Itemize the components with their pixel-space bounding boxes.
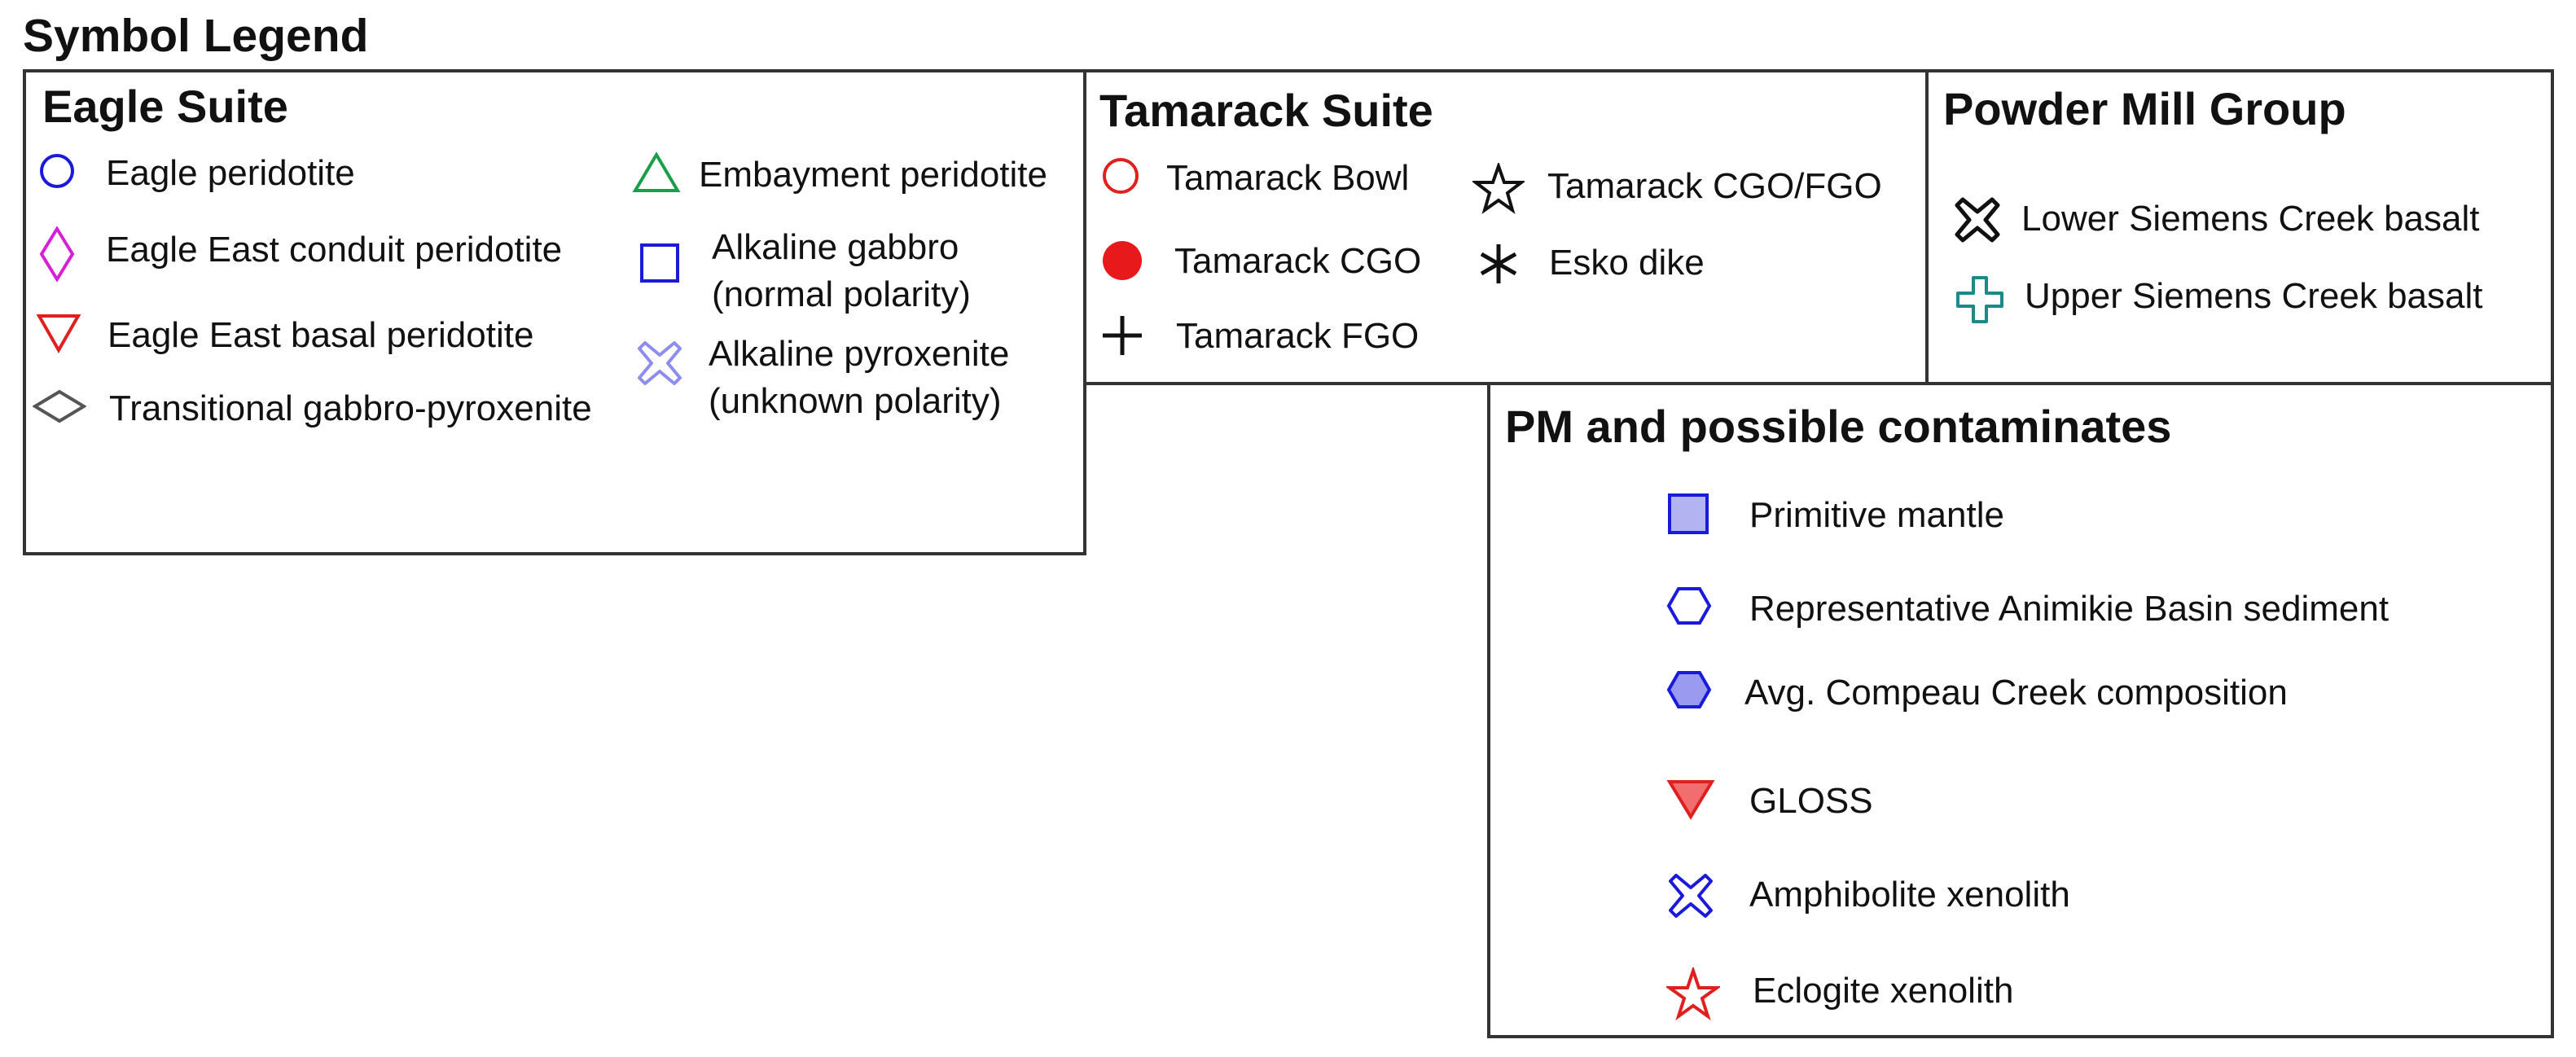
label-line: (normal polarity) — [712, 274, 971, 314]
legend-label: Avg. Compeau Creek composition — [1744, 673, 2288, 713]
open-hexagon-icon — [1666, 586, 1712, 626]
open-square-icon — [639, 242, 681, 284]
tamarack-item-cgo-fgo: Tamarack CGO/FGO — [1472, 163, 1882, 215]
legend-label: Tamarack FGO — [1176, 316, 1420, 356]
powder-mill-item-lower: Lower Siemens Creek basalt — [1953, 195, 2479, 244]
legend-label: Amphibolite xenolith — [1749, 875, 2070, 914]
legend-label: Eagle East conduit peridotite — [106, 230, 563, 270]
tamarack-item-cgo: Tamarack CGO — [1099, 238, 1421, 285]
tamarack-item-esko-dike: Esko dike — [1474, 239, 1705, 288]
legend-label: Alkaline pyroxenite (unknown polarity) — [709, 331, 1009, 425]
eagle-suite-title: Eagle Suite — [42, 81, 288, 132]
powder-mill-title: Powder Mill Group — [1943, 83, 2346, 134]
legend-label: Tamarack CGO/FGO — [1547, 166, 1882, 206]
legend-label: Alkaline gabbro (normal polarity) — [712, 224, 971, 318]
eagle-item-east-conduit: Eagle East conduit peridotite — [36, 226, 562, 282]
legend-label: Lower Siemens Creek basalt — [2021, 199, 2480, 239]
x-mark-icon — [1953, 195, 2002, 244]
eagle-item-transitional: Transitional gabbro-pyroxenite — [33, 385, 592, 432]
legend-label: Eclogite xenolith — [1753, 971, 2014, 1011]
open-diamond-icon — [36, 226, 78, 282]
pm-contaminates-title: PM and possible contaminates — [1505, 401, 2172, 452]
pm-item-eclogite: Eclogite xenolith — [1666, 967, 2013, 1021]
pm-item-gloss: GLOSS — [1666, 778, 1873, 825]
legend-label: Eagle East basal peridotite — [108, 315, 534, 355]
open-down-triangle-icon — [36, 312, 81, 354]
legend-label: Tamarack CGO — [1174, 241, 1422, 281]
filled-down-triangle-icon — [1666, 778, 1715, 820]
tamarack-item-bowl: Tamarack Bowl — [1099, 155, 1409, 202]
powder-mill-item-upper: Upper Siemens Creek basalt — [1953, 273, 2482, 327]
eagle-item-east-basal: Eagle East basal peridotite — [36, 312, 533, 359]
legend-label: Eagle peridotite — [106, 153, 355, 193]
open-star-icon — [1666, 967, 1720, 1021]
tamarack-suite-title: Tamarack Suite — [1099, 85, 1433, 136]
pm-contaminates-panel — [1487, 382, 2554, 1038]
eagle-item-embayment: Embayment peridotite — [632, 151, 1047, 199]
open-triangle-icon — [632, 151, 681, 194]
legend-label: GLOSS — [1749, 781, 1873, 821]
tamarack-suite-panel — [1083, 69, 1929, 385]
pm-item-animikie-sediment: Representative Animikie Basin sediment — [1666, 586, 2389, 633]
open-star-icon — [1472, 163, 1525, 215]
pm-item-amphibolite: Amphibolite xenolith — [1666, 871, 2070, 920]
legend-label: Tamarack Bowl — [1166, 158, 1410, 198]
open-cross-icon — [1953, 273, 2007, 327]
eagle-item-alkaline-gabbro: Alkaline gabbro (normal polarity) — [639, 224, 971, 318]
open-circle-icon — [1099, 155, 1142, 197]
legend-label: Esko dike — [1549, 243, 1705, 283]
legend-label: Upper Siemens Creek basalt — [2025, 276, 2483, 316]
x-mark-icon — [635, 339, 684, 388]
label-line: (unknown polarity) — [709, 381, 1002, 421]
legend-label: Primitive mantle — [1749, 495, 2004, 535]
eagle-suite-panel — [23, 69, 1086, 555]
legend-label: Transitional gabbro-pyroxenite — [109, 388, 592, 428]
filled-circle-icon — [1099, 238, 1145, 283]
asterisk-icon — [1474, 239, 1523, 288]
pm-item-compeau-creek: Avg. Compeau Creek composition — [1666, 669, 2288, 717]
x-mark-icon — [1666, 871, 1715, 920]
legend-label: Embayment peridotite — [699, 155, 1047, 195]
eagle-item-eagle-peridotite: Eagle peridotite — [36, 150, 355, 197]
plus-icon — [1099, 313, 1145, 358]
tamarack-item-fgo: Tamarack FGO — [1099, 313, 1419, 360]
open-horizontal-diamond-icon — [33, 385, 86, 428]
eagle-item-alkaline-pyroxenite: Alkaline pyroxenite (unknown polarity) — [635, 331, 1009, 425]
legend-label: Representative Animikie Basin sediment — [1749, 589, 2389, 629]
open-circle-icon — [36, 150, 78, 192]
legend-title: Symbol Legend — [23, 10, 369, 62]
filled-square-icon — [1666, 492, 1710, 536]
pm-item-primitive-mantle: Primitive mantle — [1666, 492, 2004, 539]
label-line: Alkaline gabbro — [712, 227, 959, 267]
filled-hexagon-icon — [1666, 669, 1712, 710]
label-line: Alkaline pyroxenite — [709, 334, 1010, 374]
